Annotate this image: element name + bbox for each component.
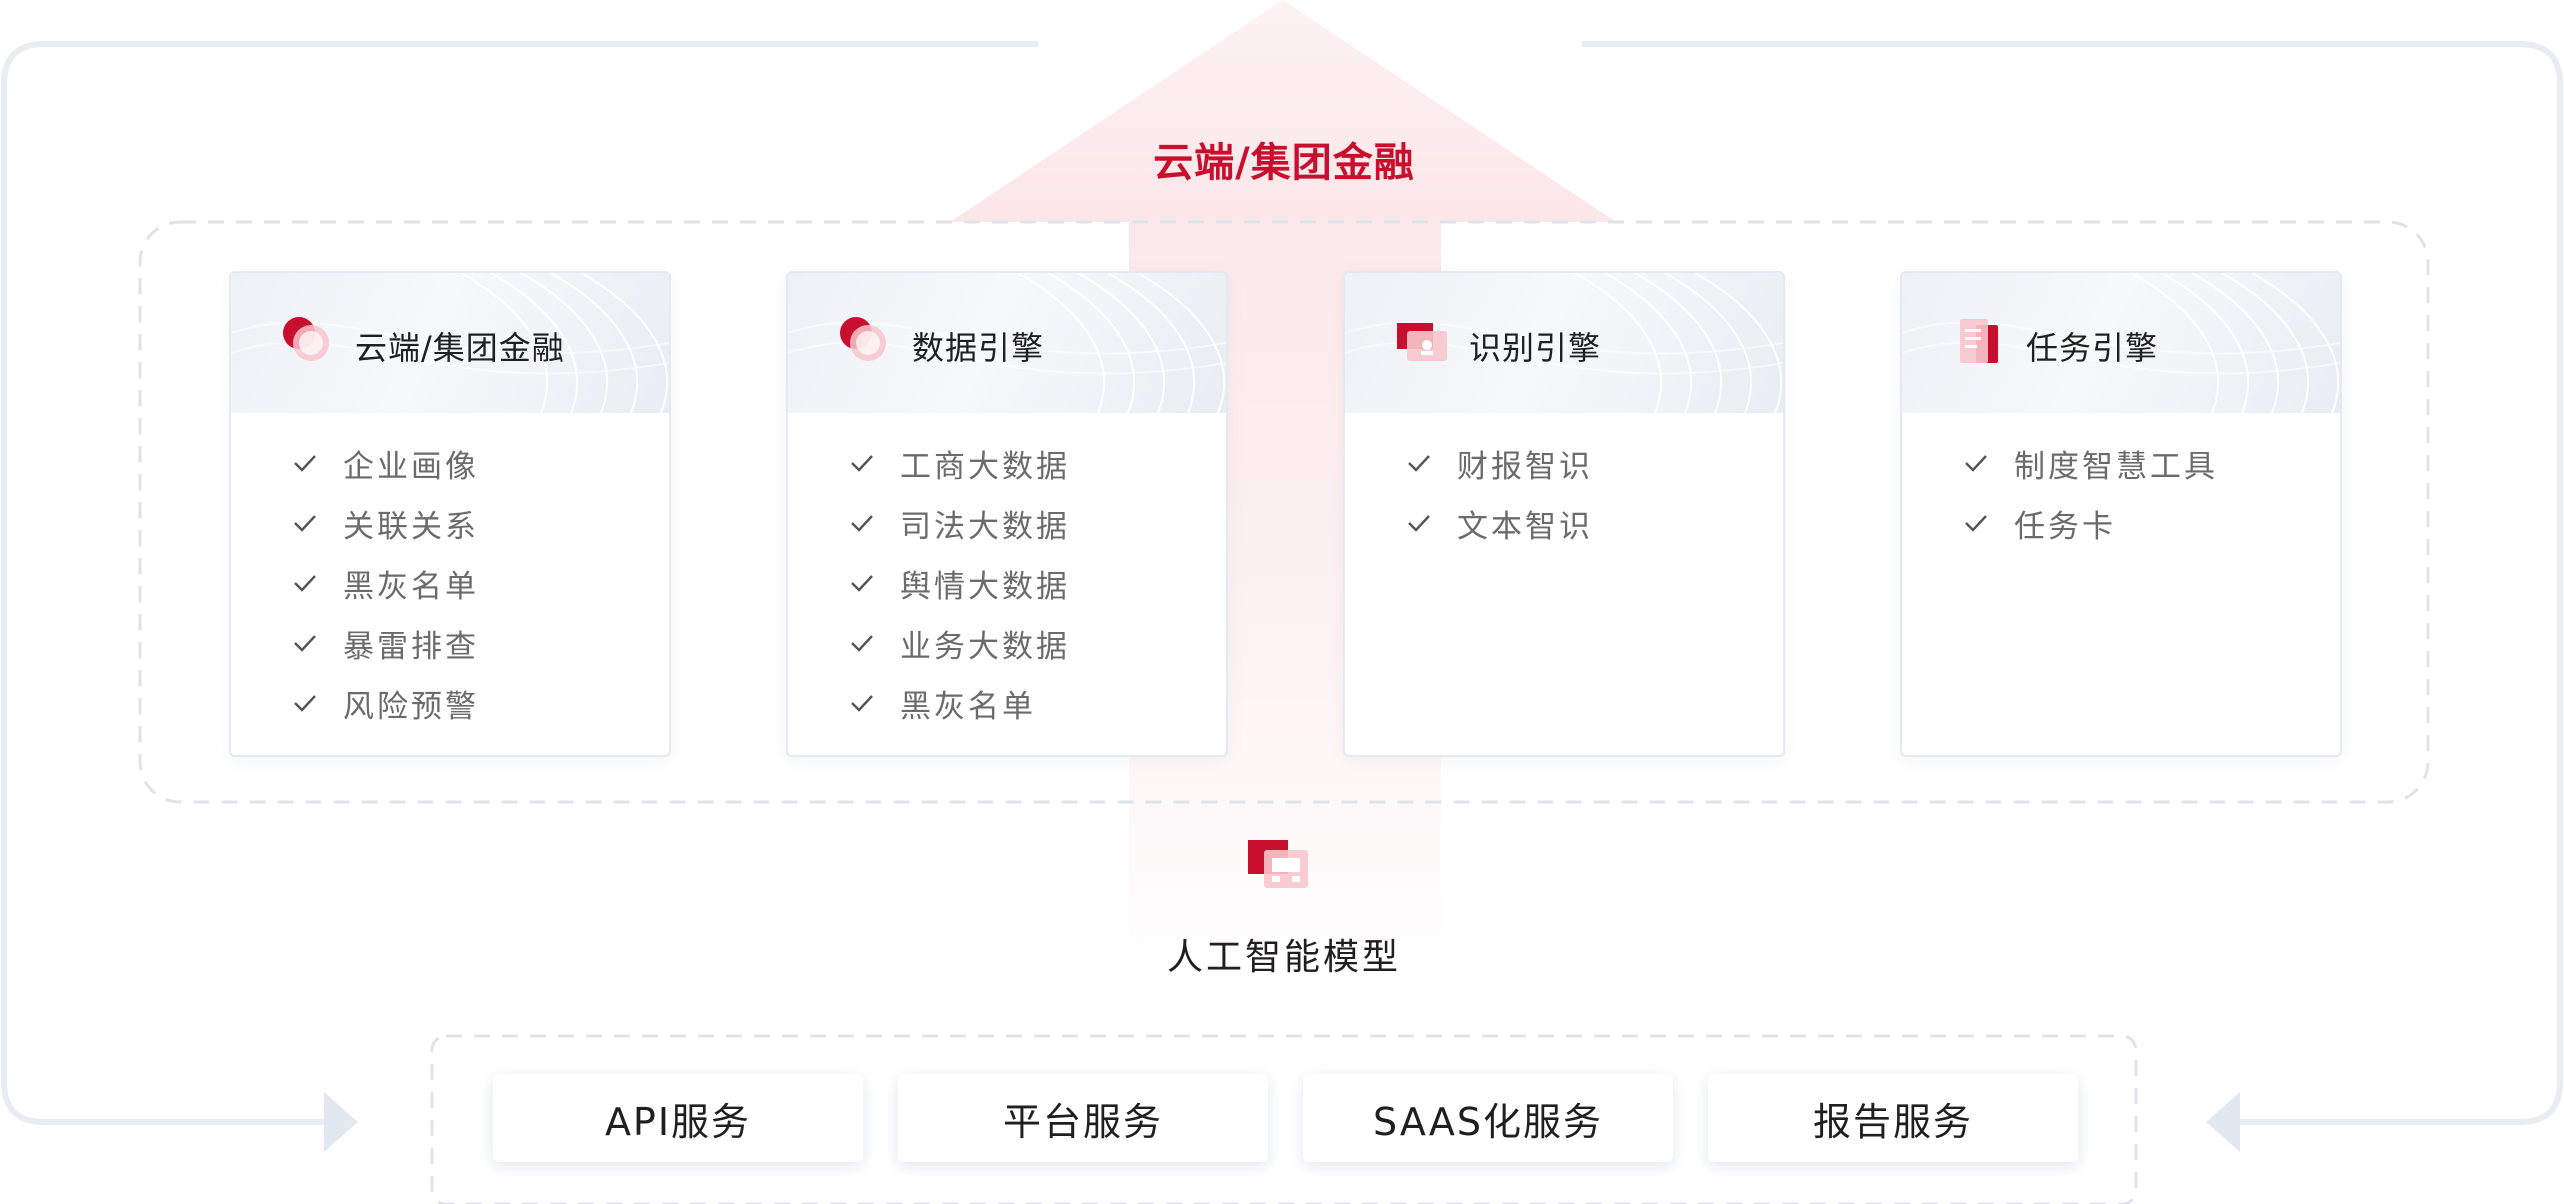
service-saas[interactable]: SAAS化服务 — [1303, 1074, 1673, 1162]
services-container — [430, 1034, 2138, 1204]
list-item-label: 关联关系 — [343, 508, 479, 545]
left-arrow-head — [324, 1092, 358, 1152]
list-item: 企业画像 — [231, 433, 479, 493]
card-header: 识别引擎 — [1345, 273, 1783, 413]
list-item-label: 制度智慧工具 — [2014, 448, 2218, 485]
check-icon — [851, 695, 873, 712]
card-header: 任务引擎 — [1902, 273, 2340, 413]
list-item-label: 任务卡 — [2014, 508, 2116, 545]
list-item-label: 黑灰名单 — [900, 688, 1036, 725]
list-item-label: 舆情大数据 — [900, 568, 1070, 605]
top-title: 云端/集团金融 — [1153, 140, 1415, 186]
engine-card-data[interactable]: 数据引擎 工商大数据 司法大数据 舆情大数据 业务大数据 黑灰名单 — [786, 271, 1228, 757]
engine-card-cloud-finance[interactable]: 云端/集团金融 企业画像 关联关系 黑灰名单 暴雷排查 风险预警 — [229, 271, 671, 757]
check-icon — [851, 455, 873, 472]
engines-container — [138, 220, 2430, 804]
list-item-label: 业务大数据 — [900, 628, 1070, 665]
list-item: 任务卡 — [1902, 493, 2218, 553]
list-item: 工商大数据 — [788, 433, 1070, 493]
card-title: 数据引擎 — [912, 329, 1045, 367]
wave-pattern — [231, 273, 669, 413]
task-engine-icon — [1960, 319, 1998, 363]
ai-model-label: 人工智能模型 — [1166, 937, 1401, 978]
card-item-list: 企业画像 关联关系 黑灰名单 暴雷排查 风险预警 — [231, 433, 479, 733]
check-icon — [1408, 455, 1430, 472]
wave-pattern — [1345, 273, 1783, 413]
ai-model-icon — [1248, 840, 1308, 888]
check-icon — [294, 695, 316, 712]
data-engine-icon — [840, 317, 886, 361]
list-item-label: 暴雷排查 — [343, 628, 479, 665]
check-icon — [1965, 515, 1987, 532]
list-item: 财报智识 — [1345, 433, 1593, 493]
loop-frame-right — [1582, 41, 2563, 1125]
service-report[interactable]: 报告服务 — [1708, 1074, 2078, 1162]
check-icon — [1965, 455, 1987, 472]
engine-card-recognition[interactable]: 识别引擎 财报智识 文本智识 — [1343, 271, 1785, 757]
card-item-list: 财报智识 文本智识 — [1345, 433, 1593, 553]
recognition-engine-icon — [1397, 323, 1447, 361]
check-icon — [294, 455, 316, 472]
card-title: 云端/集团金融 — [355, 329, 565, 367]
upward-arrow-head — [950, 0, 1616, 222]
wave-pattern — [788, 273, 1226, 413]
list-item-label: 黑灰名单 — [343, 568, 479, 605]
list-item: 司法大数据 — [788, 493, 1070, 553]
right-arrow-head — [2206, 1092, 2240, 1152]
list-item: 业务大数据 — [788, 613, 1070, 673]
card-item-list: 制度智慧工具 任务卡 — [1902, 433, 2218, 553]
check-icon — [294, 515, 316, 532]
list-item: 制度智慧工具 — [1902, 433, 2218, 493]
list-item: 黑灰名单 — [788, 673, 1070, 733]
check-icon — [851, 575, 873, 592]
list-item-label: 文本智识 — [1457, 508, 1593, 545]
check-icon — [1408, 515, 1430, 532]
list-item-label: 司法大数据 — [900, 508, 1070, 545]
engine-card-task[interactable]: 任务引擎 制度智慧工具 任务卡 — [1900, 271, 2342, 757]
list-item-label: 风险预警 — [343, 688, 479, 725]
card-title: 识别引擎 — [1469, 329, 1602, 367]
wave-pattern — [1902, 273, 2340, 413]
list-item: 风险预警 — [231, 673, 479, 733]
service-platform[interactable]: 平台服务 — [898, 1074, 1268, 1162]
check-icon — [851, 515, 873, 532]
card-title: 任务引擎 — [2026, 329, 2159, 367]
cloud-finance-icon — [283, 317, 329, 361]
list-item-label: 工商大数据 — [900, 448, 1070, 485]
check-icon — [294, 575, 316, 592]
list-item-label: 财报智识 — [1457, 448, 1593, 485]
check-icon — [294, 635, 316, 652]
check-icon — [851, 635, 873, 652]
list-item: 舆情大数据 — [788, 553, 1070, 613]
card-header: 数据引擎 — [788, 273, 1226, 413]
loop-frame-left — [1, 41, 1038, 1125]
list-item: 关联关系 — [231, 493, 479, 553]
card-header: 云端/集团金融 — [231, 273, 669, 413]
service-api[interactable]: API服务 — [493, 1074, 863, 1162]
list-item: 暴雷排查 — [231, 613, 479, 673]
list-item: 文本智识 — [1345, 493, 1593, 553]
list-item: 黑灰名单 — [231, 553, 479, 613]
list-item-label: 企业画像 — [343, 448, 479, 485]
card-item-list: 工商大数据 司法大数据 舆情大数据 业务大数据 黑灰名单 — [788, 433, 1070, 733]
